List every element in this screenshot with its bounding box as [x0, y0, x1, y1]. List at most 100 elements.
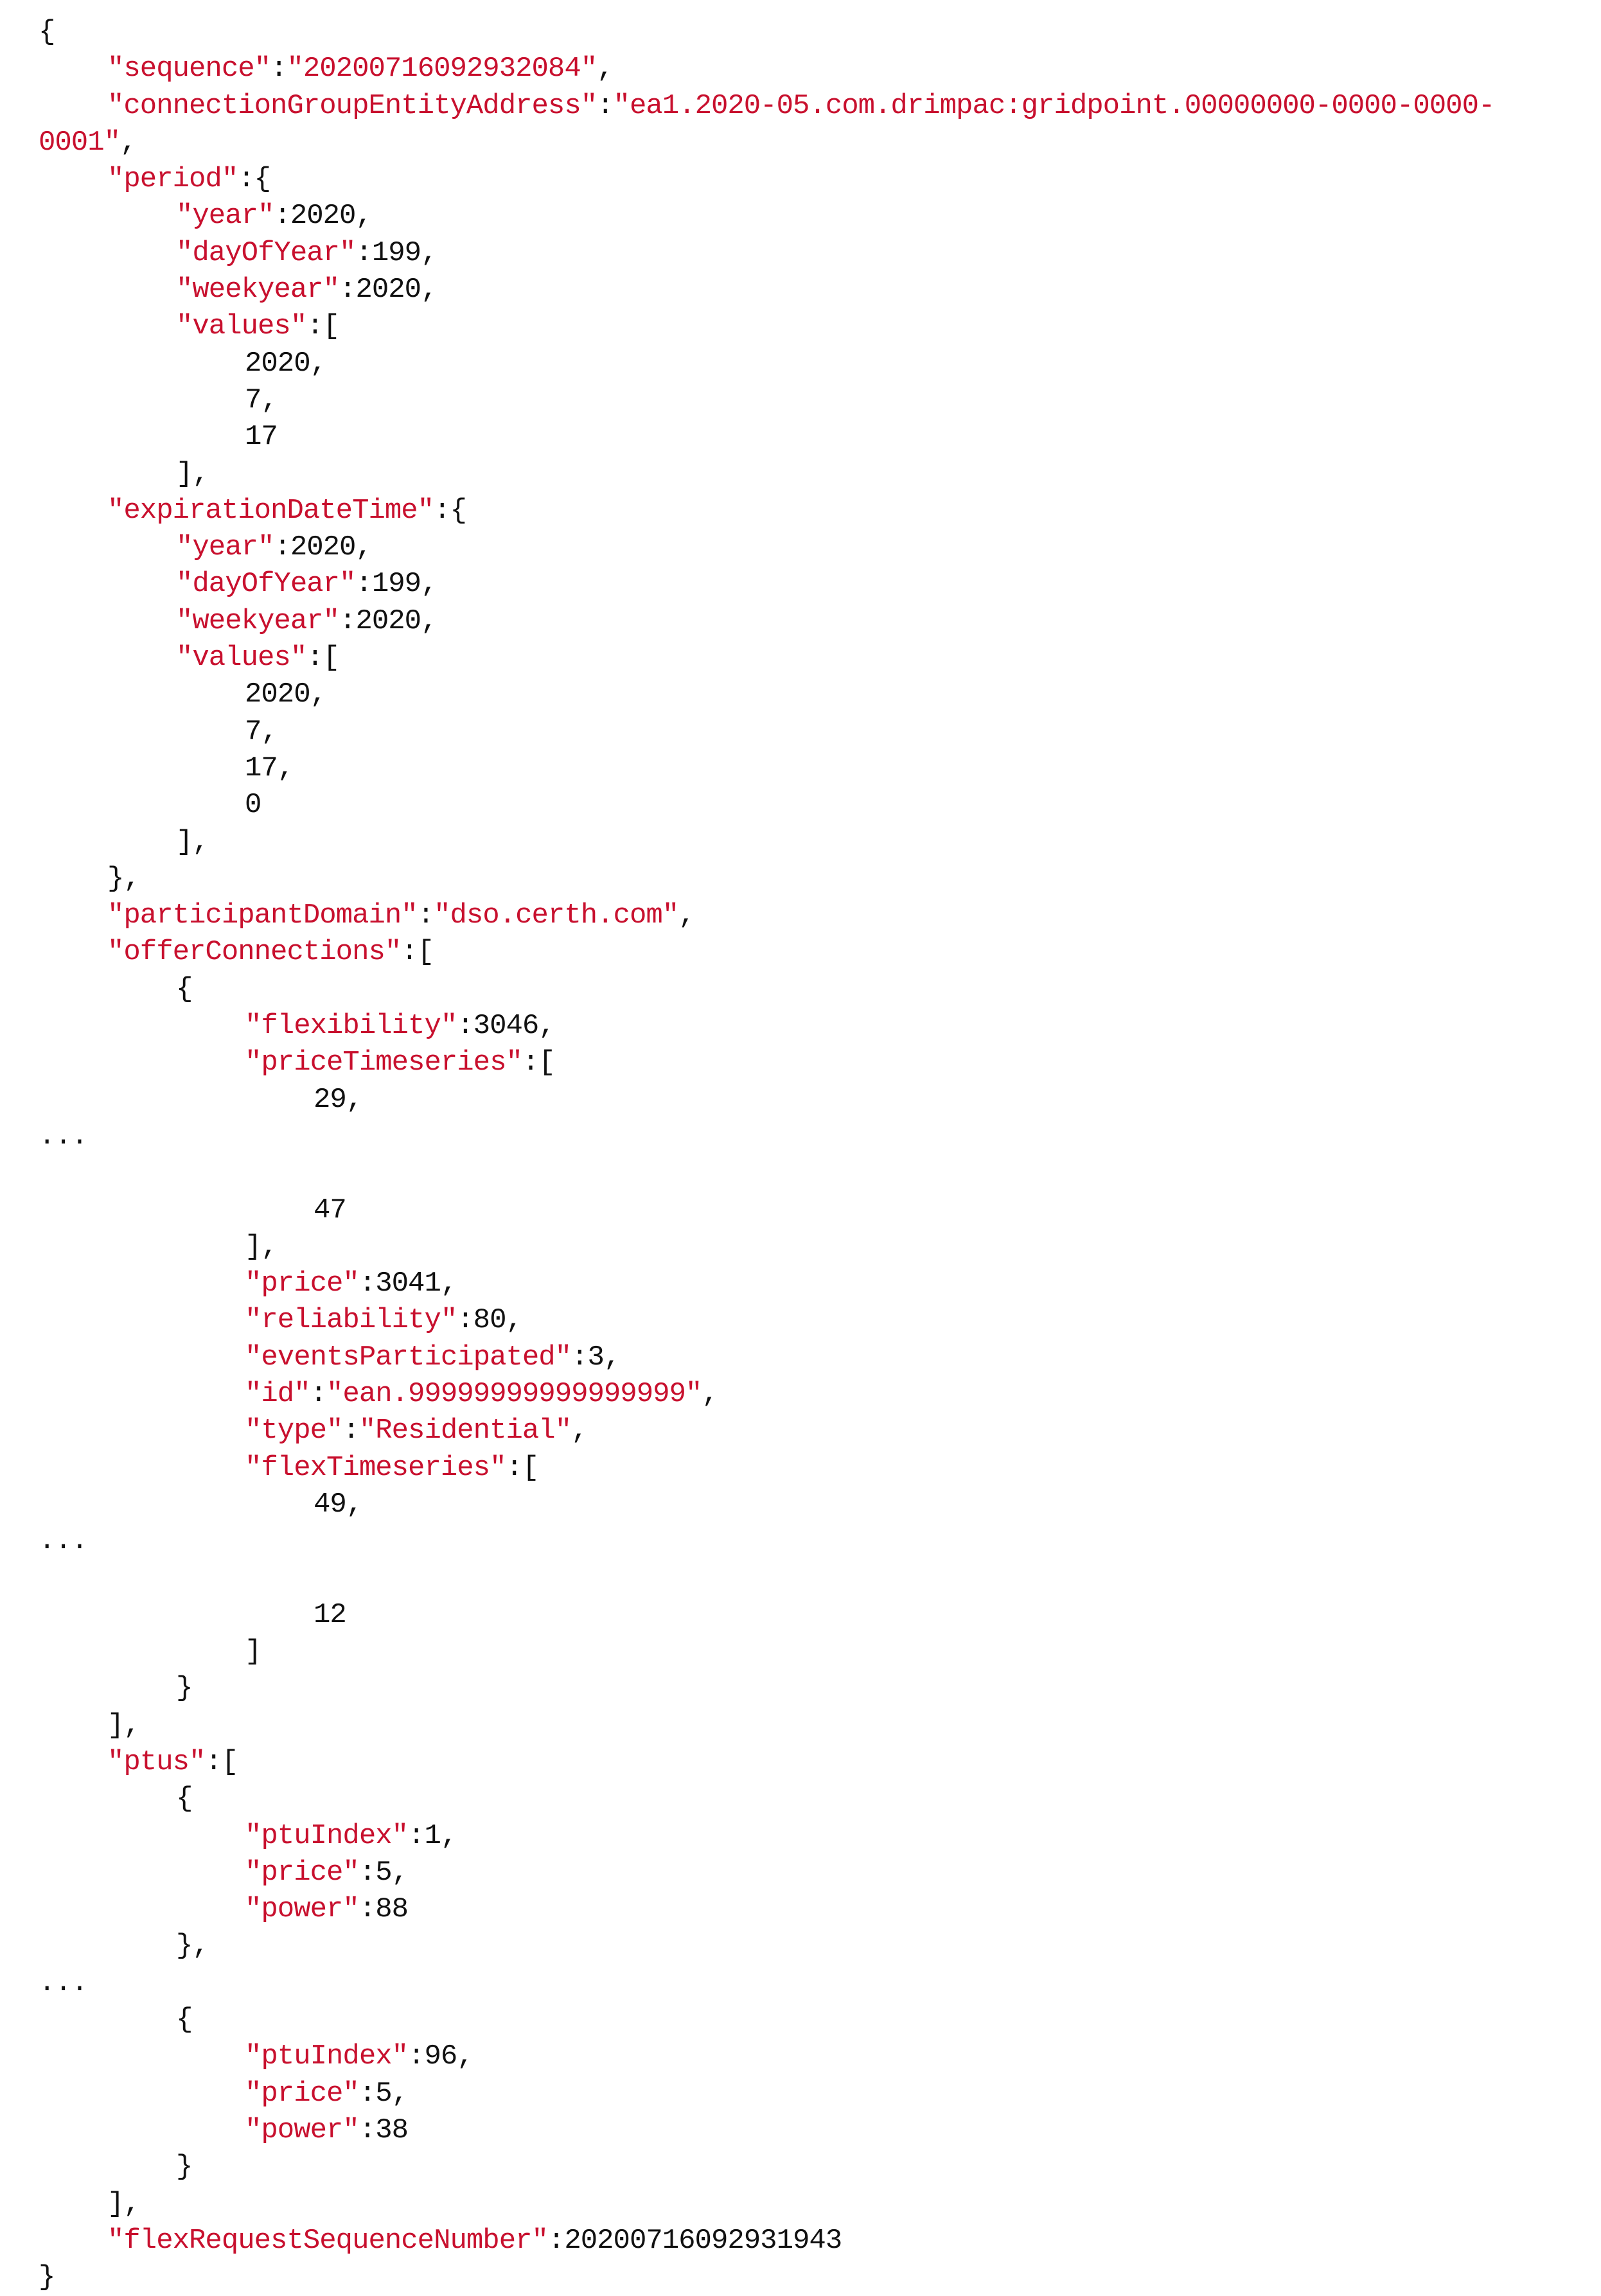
code-line: "participantDomain":"dso.certh.com", [39, 897, 1580, 934]
code-token-num: 29, [314, 1083, 363, 1116]
code-token-num: 49, [314, 1488, 363, 1521]
code-token-num: :2020, [339, 605, 438, 637]
code-line: }, [39, 1928, 1580, 1965]
code-token-punct: { [39, 16, 55, 48]
code-token-punct: } [176, 1672, 193, 1705]
code-token-punct: { [176, 2004, 193, 2036]
code-token-punct: , [597, 53, 614, 85]
code-line: 2020, [39, 676, 1580, 713]
code-line: "dayOfYear":199, [39, 566, 1580, 603]
code-line: 47 [39, 1192, 1580, 1229]
code-line: 17, [39, 750, 1580, 787]
code-line: 0 [39, 787, 1580, 824]
code-line: "values":[ [39, 640, 1580, 676]
code-line: "values":[ [39, 308, 1580, 345]
code-token-punct: ... [39, 1966, 88, 1999]
code-token-num: :199, [355, 236, 438, 269]
code-line: "power":88 [39, 1891, 1580, 1928]
code-token-num: :3046, [457, 1010, 555, 1043]
code-token-key: "price" [245, 2077, 360, 2110]
code-line: "flexTimeseries":[ [39, 1450, 1580, 1487]
code-token-key: "dayOfYear" [176, 568, 356, 601]
code-token-punct: :[ [205, 1745, 238, 1778]
code-token-str: 0001" [39, 126, 121, 159]
code-token-key: "ptuIndex" [245, 2040, 409, 2073]
code-token-key: "price" [245, 1856, 360, 1889]
code-token-key: "ptuIndex" [245, 1819, 409, 1852]
code-token-punct: : [417, 899, 434, 932]
code-token-punct: ... [39, 1120, 88, 1152]
code-token-punct: : [342, 1415, 359, 1447]
code-token-num: :38 [358, 2114, 409, 2146]
code-token-punct: :{ [434, 494, 467, 527]
code-token-punct: }, [176, 1930, 209, 1963]
code-token-key: "weekyear" [176, 605, 340, 637]
code-line: 0001", [39, 125, 1580, 161]
code-line: { [39, 14, 1580, 51]
code-token-key: "expirationDateTime" [107, 494, 434, 527]
code-token-num: 47 [314, 1194, 347, 1226]
code-line: } [39, 2259, 1580, 2296]
code-line: ], [39, 1229, 1580, 1266]
code-token-punct: , [702, 1377, 718, 1410]
code-token-key: "values" [176, 310, 307, 343]
code-token-punct: ], [245, 1230, 278, 1263]
code-line: ], [39, 824, 1580, 861]
code-token-key: "id" [245, 1377, 311, 1410]
code-token-punct: :[ [306, 310, 340, 343]
code-token-punct: ], [176, 457, 209, 490]
code-token-num: 17 [245, 421, 278, 454]
code-token-num: :88 [358, 1893, 409, 1926]
code-token-punct: { [176, 1783, 193, 1815]
code-token-key: "connectionGroupEntityAddress" [107, 89, 597, 122]
code-token-key: "sequence" [107, 53, 271, 85]
code-line: "type":"Residential", [39, 1413, 1580, 1449]
code-token-key: "weekyear" [176, 274, 340, 306]
code-line: 29, [39, 1082, 1580, 1118]
code-line: "price":3041, [39, 1266, 1580, 1302]
code-line: 2020, [39, 346, 1580, 382]
code-token-num: :2020, [274, 531, 372, 564]
code-token-key: "year" [176, 531, 274, 564]
code-token-punct: , [120, 126, 137, 159]
code-line: } [39, 1670, 1580, 1707]
code-token-punct: :{ [238, 163, 271, 196]
code-token-punct: } [176, 2151, 193, 2184]
code-token-punct: : [270, 53, 287, 85]
code-line: "weekyear":2020, [39, 272, 1580, 308]
code-token-punct: ], [107, 1709, 141, 1742]
code-token-punct: : [310, 1377, 327, 1410]
code-token-num: 17, [245, 752, 294, 784]
code-token-num: 2020, [245, 678, 327, 711]
code-token-punct: ... [39, 1525, 88, 1558]
code-token-key: "type" [245, 1415, 343, 1447]
code-line: "flexRequestSequenceNumber":202007160929… [39, 2223, 1580, 2259]
code-line: "ptus":[ [39, 1744, 1580, 1781]
code-token-num: :3041, [358, 1267, 457, 1300]
code-line: "year":2020, [39, 529, 1580, 566]
code-token-key: "flexRequestSequenceNumber" [107, 2224, 549, 2257]
code-token-num: 0 [245, 789, 261, 822]
code-token-punct: { [176, 973, 193, 1005]
code-token-key: "values" [176, 642, 307, 675]
code-line: 7, [39, 714, 1580, 750]
code-line: ], [39, 456, 1580, 493]
code-token-key: "dayOfYear" [176, 236, 356, 269]
code-token-key: "priceTimeseries" [245, 1046, 523, 1079]
code-token-key: "participantDomain" [107, 899, 418, 932]
code-token-punct: :[ [306, 642, 340, 675]
code-token-punct: : [597, 89, 614, 122]
code-token-key: "flexTimeseries" [245, 1451, 506, 1484]
code-line: "dayOfYear":199, [39, 235, 1580, 272]
code-line: "ptuIndex":96, [39, 2038, 1580, 2075]
code-line: "price":5, [39, 2076, 1580, 2112]
code-token-key: "power" [245, 2114, 360, 2146]
code-token-punct: , [678, 899, 695, 932]
code-token-num: :2020, [274, 200, 372, 233]
code-line: { [39, 971, 1580, 1008]
code-token-punct: ] [245, 1636, 261, 1668]
code-token-num: :199, [355, 568, 438, 601]
code-line: ... [39, 1965, 1580, 2002]
code-token-num: :20200716092931943 [547, 2224, 842, 2257]
code-token-str: "dso.certh.com" [434, 899, 679, 932]
